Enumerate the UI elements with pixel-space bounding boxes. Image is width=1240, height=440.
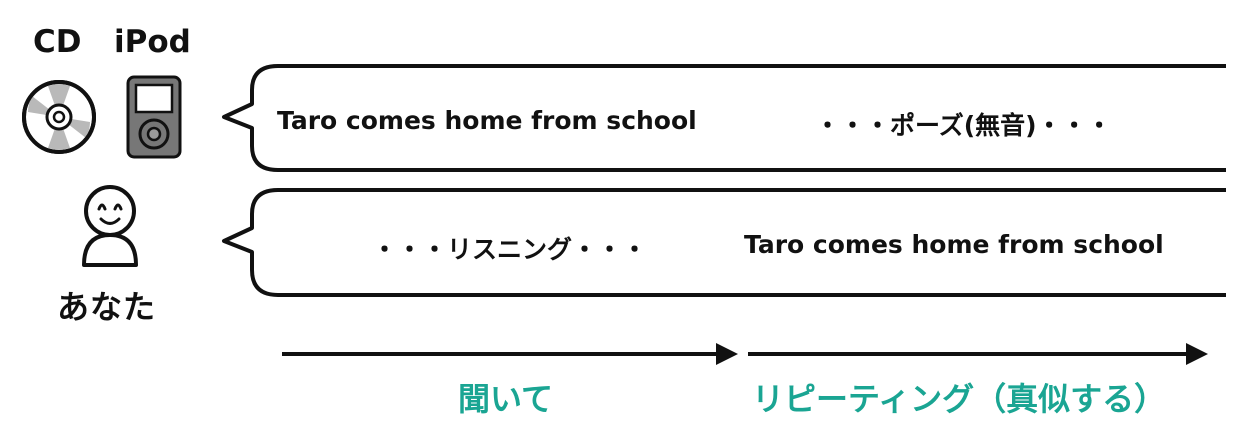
repeat-phase-label: リピーティング（真似する）: [752, 380, 1167, 418]
pause-text: ・・・ポーズ(無音)・・・: [815, 111, 1112, 140]
you-label: あなた: [57, 288, 157, 326]
person-icon: [82, 185, 138, 267]
ipod-icon: [126, 75, 182, 159]
audio-speech-bubble: [222, 64, 1226, 172]
arrow-right-icon: [282, 343, 738, 365]
you-speech-bubble: [222, 188, 1226, 297]
arrow-right-icon: [748, 343, 1208, 365]
listen-phase-label: 聞いて: [458, 380, 554, 418]
cd-icon: [22, 80, 96, 154]
spoken-text: Taro comes home from school: [277, 106, 697, 135]
repeat-text: Taro comes home from school: [744, 230, 1164, 259]
ipod-label: iPod: [114, 24, 191, 60]
cd-label: CD: [33, 24, 82, 60]
listening-text: ・・・リスニング・・・: [372, 235, 648, 264]
